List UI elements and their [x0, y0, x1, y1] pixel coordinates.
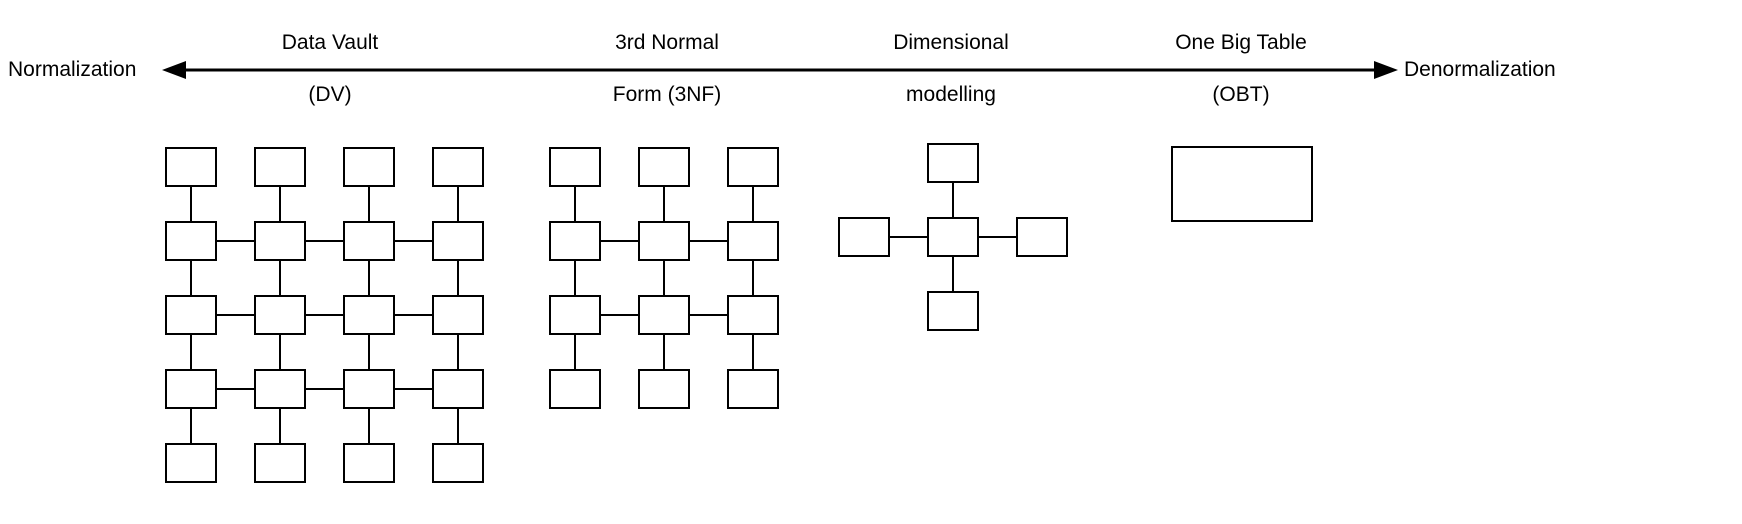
entity-node: [638, 369, 690, 409]
entity-node: [165, 443, 217, 483]
connector-line-vertical: [752, 335, 754, 369]
stage-label-line1: 3rd Normal: [615, 31, 719, 54]
one-big-table-box: [1171, 146, 1313, 222]
stage-label-line2: (DV): [308, 83, 352, 106]
connector-line-vertical: [574, 335, 576, 369]
connector-line-vertical: [457, 261, 459, 295]
stage-label-third-normal-form: 3rd Normal Form (3NF): [567, 4, 767, 134]
connector-line-vertical: [279, 261, 281, 295]
connector-line-horizontal: [690, 314, 727, 316]
connector-line-horizontal: [890, 236, 927, 238]
dimension-node-top: [927, 143, 979, 183]
entity-node: [165, 295, 217, 335]
connector-line-horizontal: [217, 240, 254, 242]
entity-node: [432, 369, 484, 409]
entity-node: [343, 369, 395, 409]
entity-node: [165, 221, 217, 261]
entity-node: [432, 147, 484, 187]
entity-node: [549, 369, 601, 409]
connector-line-horizontal: [306, 240, 343, 242]
stage-label-line2: modelling: [906, 83, 996, 106]
connector-line-vertical: [574, 187, 576, 221]
double-headed-arrow-icon: [160, 52, 1400, 93]
entity-node: [638, 221, 690, 261]
entity-node: [549, 295, 601, 335]
connector-line-horizontal: [601, 240, 638, 242]
entity-node: [549, 147, 601, 187]
connector-line-horizontal: [306, 388, 343, 390]
connector-line-vertical: [457, 187, 459, 221]
stage-label-line1: One Big Table: [1175, 31, 1307, 54]
connector-line-horizontal: [306, 314, 343, 316]
connector-line-vertical: [663, 187, 665, 221]
connector-line-horizontal: [979, 236, 1016, 238]
axis-label-normalization: Normalization: [8, 58, 137, 81]
stage-label-line1: Data Vault: [281, 31, 379, 54]
connector-line-horizontal: [395, 388, 432, 390]
connector-line-vertical: [279, 335, 281, 369]
entity-node: [638, 147, 690, 187]
connector-line-vertical: [952, 183, 954, 217]
entity-node: [254, 147, 306, 187]
connector-line-vertical: [190, 261, 192, 295]
entity-node: [432, 443, 484, 483]
connector-line-vertical: [752, 261, 754, 295]
entity-node: [254, 295, 306, 335]
connector-line-vertical: [368, 187, 370, 221]
fact-table-node: [927, 217, 979, 257]
entity-node: [254, 221, 306, 261]
entity-node: [343, 295, 395, 335]
dimension-node-right: [1016, 217, 1068, 257]
connector-line-vertical: [279, 409, 281, 443]
stage-label-line2: Form (3NF): [612, 83, 722, 106]
entity-node: [727, 147, 779, 187]
connector-line-vertical: [368, 261, 370, 295]
connector-line-vertical: [190, 335, 192, 369]
connector-line-horizontal: [690, 240, 727, 242]
dimension-node-bottom: [927, 291, 979, 331]
connector-line-vertical: [952, 257, 954, 291]
dimension-node-left: [838, 217, 890, 257]
entity-node: [165, 147, 217, 187]
stage-label-data-vault: Data Vault (DV): [230, 4, 430, 134]
connector-line-horizontal: [395, 314, 432, 316]
connector-line-vertical: [663, 335, 665, 369]
entity-node: [727, 221, 779, 261]
entity-node: [432, 221, 484, 261]
axis-label-denormalization: Denormalization: [1404, 58, 1556, 81]
entity-node: [343, 443, 395, 483]
stage-label-line2: (OBT): [1212, 83, 1270, 106]
connector-line-vertical: [368, 409, 370, 443]
connector-line-vertical: [457, 409, 459, 443]
entity-node: [727, 295, 779, 335]
entity-node: [549, 221, 601, 261]
entity-node: [432, 295, 484, 335]
entity-node: [165, 369, 217, 409]
connector-line-vertical: [752, 187, 754, 221]
entity-node: [254, 369, 306, 409]
connector-line-horizontal: [217, 388, 254, 390]
entity-node: [638, 295, 690, 335]
connector-line-vertical: [574, 261, 576, 295]
connector-line-vertical: [190, 187, 192, 221]
connector-line-vertical: [663, 261, 665, 295]
stage-label-dimensional-modelling: Dimensional modelling: [851, 4, 1051, 134]
connector-line-vertical: [457, 335, 459, 369]
stage-label-one-big-table: One Big Table (OBT): [1141, 4, 1341, 134]
connector-line-horizontal: [217, 314, 254, 316]
connector-line-horizontal: [395, 240, 432, 242]
connector-line-vertical: [368, 335, 370, 369]
entity-node: [727, 369, 779, 409]
entity-node: [343, 221, 395, 261]
entity-node: [343, 147, 395, 187]
connector-line-vertical: [279, 187, 281, 221]
entity-node: [254, 443, 306, 483]
stage-label-line1: Dimensional: [893, 31, 1009, 54]
connector-line-vertical: [190, 409, 192, 443]
connector-line-horizontal: [601, 314, 638, 316]
